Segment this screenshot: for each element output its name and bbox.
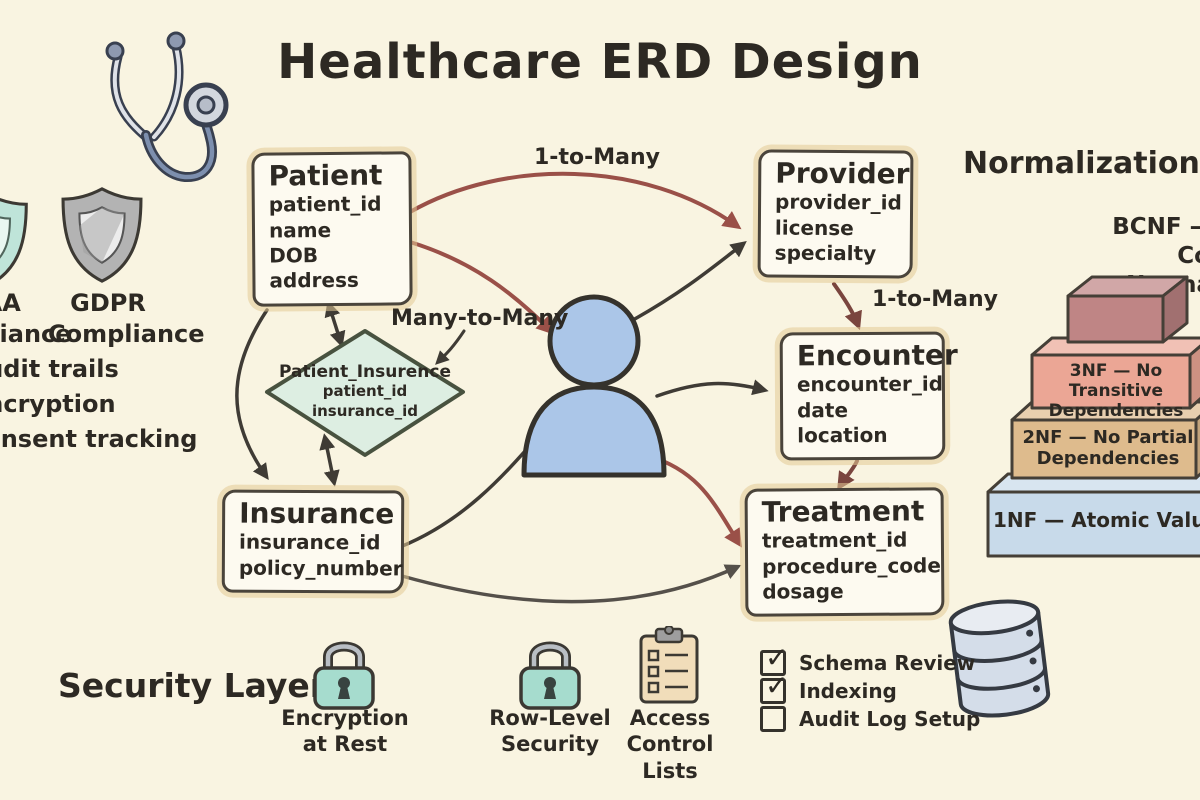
entity-field: date bbox=[797, 397, 849, 422]
hipaa-shield-icon bbox=[0, 197, 28, 280]
entity-field: location bbox=[797, 422, 888, 448]
database-icon bbox=[948, 599, 1051, 718]
access-control-lists-label: Access Control Lists bbox=[626, 706, 714, 783]
entity-field: name bbox=[268, 217, 332, 243]
pyramid-bcnf-front bbox=[1066, 294, 1165, 344]
entity-insurance: Insurance insurance_id policy_number bbox=[221, 489, 405, 594]
check-mark-icon: ✓ bbox=[765, 641, 789, 674]
normalization-title: Normalization Pyramid bbox=[963, 146, 1200, 181]
checklist-label: Indexing bbox=[799, 679, 897, 703]
pyramid-1nf-label: 1NF — Atomic Values Only bbox=[993, 508, 1200, 532]
arrow-provider-encounter bbox=[832, 282, 862, 331]
arrow-patient-provider bbox=[408, 171, 742, 230]
checkbox-checked: ✓ bbox=[760, 641, 788, 676]
label-one-to-many-top: 1-to-Many bbox=[534, 145, 660, 170]
entity-field: provider_id bbox=[775, 189, 902, 215]
entity-field: insurance_id bbox=[238, 529, 381, 555]
checkbox-checked: ✓ bbox=[760, 669, 788, 704]
check-mark-icon: ✓ bbox=[765, 669, 789, 702]
junction-field: insurance_id bbox=[311, 401, 419, 420]
entity-field: DOB bbox=[269, 243, 319, 268]
person-icon bbox=[521, 294, 667, 478]
entity-field: policy_number bbox=[238, 555, 403, 581]
junction-text: Patient_Insurence patient_id insurance_i… bbox=[268, 362, 462, 421]
entity-title: Patient bbox=[268, 158, 383, 193]
checklist-label: Audit Log Setup bbox=[799, 707, 981, 731]
lock-icon-row-level bbox=[519, 641, 581, 710]
entity-field: address bbox=[269, 268, 359, 293]
hipaa-compliance-label: HIPAA Compliance bbox=[0, 289, 72, 349]
entity-encounter: Encounter encounter_id date location bbox=[779, 331, 958, 461]
entity-title: Provider bbox=[775, 156, 910, 191]
gdpr-compliance-label: GDPR Compliance bbox=[48, 289, 205, 349]
diamond-shape bbox=[265, 329, 465, 457]
pyramid-2nf-front bbox=[1010, 418, 1198, 480]
entity-field: encounter_id bbox=[796, 371, 944, 397]
entity-title: Encounter bbox=[796, 338, 958, 373]
pyramid-3nf-front bbox=[1030, 353, 1192, 410]
checklist-item-indexing: ✓ Indexing bbox=[760, 669, 897, 704]
entity-field: patient_id bbox=[268, 191, 382, 217]
entity-field: specialty bbox=[774, 240, 877, 266]
junction-diamond bbox=[265, 329, 465, 457]
entity-field: dosage bbox=[762, 578, 844, 604]
compliance-notes: audit trails encryption consent tracking bbox=[0, 355, 198, 453]
label-many-to-many: Many-to-Many bbox=[391, 306, 569, 331]
clipboard-icon-acl bbox=[639, 626, 699, 704]
junction-title: Patient_Insurence bbox=[279, 362, 451, 382]
entity-field: treatment_id bbox=[761, 527, 908, 553]
pyramid-1nf-front bbox=[986, 490, 1200, 558]
page-title: Healthcare ERD Design bbox=[277, 34, 923, 90]
stethoscope-icon bbox=[105, 31, 229, 182]
checklist-item-audit-log: Audit Log Setup bbox=[760, 706, 980, 732]
checkbox-unchecked bbox=[760, 706, 786, 732]
entity-patient: Patient patient_id name DOB address bbox=[251, 151, 413, 307]
security-heading: Security Layer bbox=[58, 666, 327, 705]
arrow-insurance-treatment bbox=[400, 564, 742, 604]
row-level-security-label: Row-Level Security bbox=[489, 706, 611, 757]
lock-icon-encryption bbox=[313, 641, 375, 710]
checklist-item-schema-review: ✓ Schema Review bbox=[760, 641, 976, 676]
arrow-encounter-treatment bbox=[837, 459, 859, 491]
entity-field: license bbox=[774, 215, 854, 240]
entity-provider: Provider provider_id license specialty bbox=[757, 149, 914, 279]
label-one-to-many-right: 1-to-Many bbox=[872, 287, 998, 312]
pyramid-3nf-label: 3NF — No Transitive Dependencies bbox=[1048, 361, 1184, 421]
normalization-pyramid bbox=[986, 275, 1200, 558]
encryption-at-rest-label: Encryption at Rest bbox=[281, 706, 409, 757]
entity-title: Insurance bbox=[239, 496, 395, 531]
junction-field: patient_id bbox=[322, 382, 408, 401]
entity-field: procedure_code bbox=[762, 552, 941, 579]
pyramid-2nf-label: 2NF — No Partial Dependencies bbox=[1022, 427, 1194, 469]
entity-title: Treatment bbox=[761, 494, 925, 529]
entity-treatment: Treatment treatment_id procedure_code do… bbox=[744, 487, 945, 618]
checklist-label: Schema Review bbox=[799, 651, 976, 675]
gdpr-shield-icon bbox=[61, 187, 143, 283]
